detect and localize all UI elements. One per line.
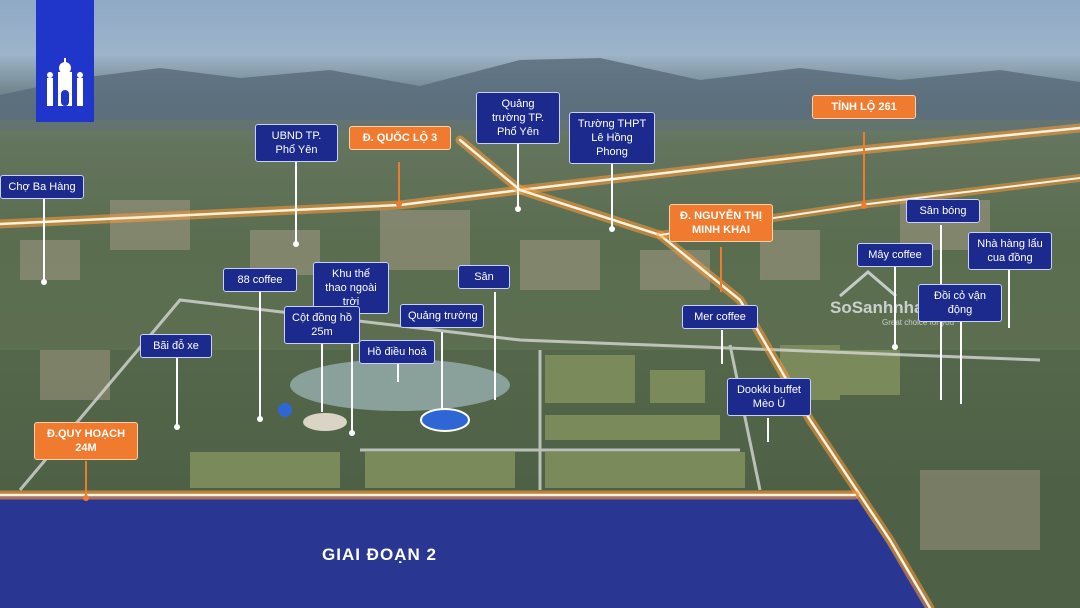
- label-ho-dieu-hoa[interactable]: Hồ điều hoà: [359, 340, 435, 364]
- label-road-ql3[interactable]: Đ. QUỐC LỘ 3: [349, 126, 451, 150]
- pin-dookki: [767, 418, 769, 442]
- watermark-tagline: Great choice for you: [882, 318, 955, 327]
- label-nha-hang[interactable]: Nhà hàng lẩu cua đồng: [968, 232, 1052, 270]
- label-road-nguyen-thi-minh-khai[interactable]: Đ. NGUYỄN THỊ MINH KHAI: [669, 204, 773, 242]
- label-ubnd[interactable]: UBND TP. Phổ Yên: [255, 124, 338, 162]
- label-dookki[interactable]: Dookki buffet Mèo Ú: [727, 378, 811, 416]
- logo: [36, 0, 94, 122]
- label-doi-co[interactable]: Đồi cỏ vận động: [918, 284, 1002, 322]
- label-may-coffee[interactable]: Mây coffee: [857, 243, 933, 267]
- pin-nguyen-thi-minh-khai: [720, 247, 722, 292]
- label-88-coffee[interactable]: 88 coffee: [223, 268, 297, 292]
- pin-88-coffee: [259, 290, 261, 418]
- pin-cot-dong-ho: [321, 340, 323, 412]
- pin-khu-the-thao: [351, 300, 353, 432]
- pin-truong-thpt: [611, 148, 613, 228]
- label-quang-truong[interactable]: Quảng trường: [400, 304, 484, 328]
- label-cho-ba-hang[interactable]: Chợ Ba Hàng: [0, 175, 84, 199]
- label-road-quy-hoach[interactable]: Đ.QUY HOẠCH 24M: [34, 422, 138, 460]
- pin-cho-ba-hang: [43, 198, 45, 280]
- label-san-bong[interactable]: Sân bóng: [906, 199, 980, 223]
- pin-bai-do-xe: [176, 356, 178, 426]
- pin-quy-hoach: [85, 461, 87, 497]
- pin-tl261: [863, 132, 865, 204]
- label-san[interactable]: Sân: [458, 265, 510, 289]
- pin-san: [494, 292, 496, 400]
- label-mer-coffee[interactable]: Mer coffee: [682, 305, 758, 329]
- pin-nha-hang: [1008, 268, 1010, 328]
- phase-label: GIAI ĐOẠN 2: [322, 545, 437, 564]
- label-cot-dong-ho[interactable]: Cột đồng hồ 25m: [284, 306, 360, 344]
- pin-quang-truong: [441, 332, 443, 410]
- pin-ubnd: [295, 158, 297, 243]
- label-khu-the-thao[interactable]: Khu thể thao ngoài trời: [313, 262, 389, 314]
- pin-quang-truong-tp: [517, 130, 519, 208]
- pin-ho-dieu-hoa: [397, 360, 399, 382]
- palace-domes-icon: [47, 58, 83, 106]
- pin-may-coffee: [894, 266, 896, 346]
- label-bai-do-xe[interactable]: Bãi đỗ xe: [140, 334, 212, 358]
- label-road-tl261[interactable]: TỈNH LỘ 261: [812, 95, 916, 119]
- pin-mer-coffee: [721, 330, 723, 364]
- pin-ql3: [398, 162, 400, 202]
- house-roof-icon: [839, 270, 897, 298]
- label-truong-thpt[interactable]: Trường THPT Lê Hồng Phong: [569, 112, 655, 164]
- pin-doi-co: [960, 318, 962, 404]
- label-quang-truong-tp[interactable]: Quảng trường TP. Phổ Yên: [476, 92, 560, 144]
